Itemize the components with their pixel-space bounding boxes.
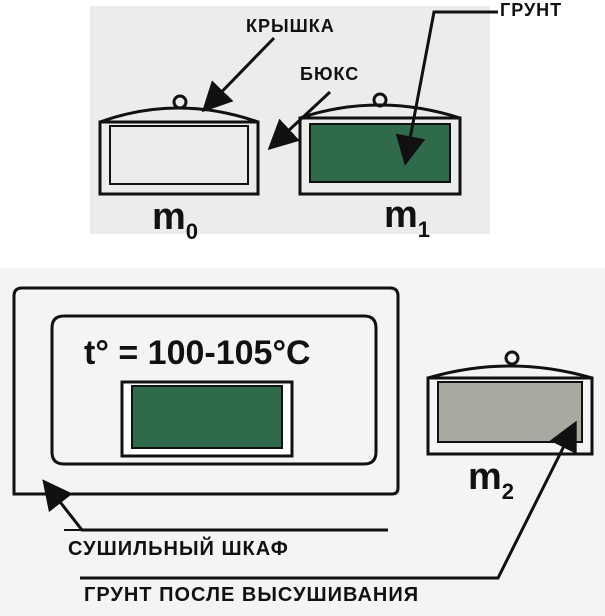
cup-label: БЮКС (300, 64, 360, 84)
mass-dry: m2 (468, 456, 515, 504)
empty-cup (98, 94, 260, 196)
dried-soil-label: ГРУНТ ПОСЛЕ ВЫСУШИВАНИЯ (84, 584, 420, 606)
oven-temperature: t° = 100-105°C (84, 334, 311, 372)
oven-soil-fill (131, 385, 283, 449)
soil-label: ГРУНТ (500, 0, 563, 20)
wet-soil-cup (298, 92, 462, 196)
dry-soil-fill (437, 381, 583, 443)
cup-arrow (267, 90, 332, 151)
wet-soil-fill (309, 123, 451, 183)
lid-arrow (201, 36, 276, 113)
lid-label: КРЫШКА (246, 16, 335, 36)
soil-arrow (395, 10, 498, 166)
mass-wet: m1 (384, 194, 431, 242)
drying-oven (12, 286, 400, 496)
oven-arrow (42, 479, 388, 532)
mass-empty: m0 (152, 196, 199, 244)
oven-label: СУШИЛЬНЫЙ ШКАФ (68, 538, 289, 560)
